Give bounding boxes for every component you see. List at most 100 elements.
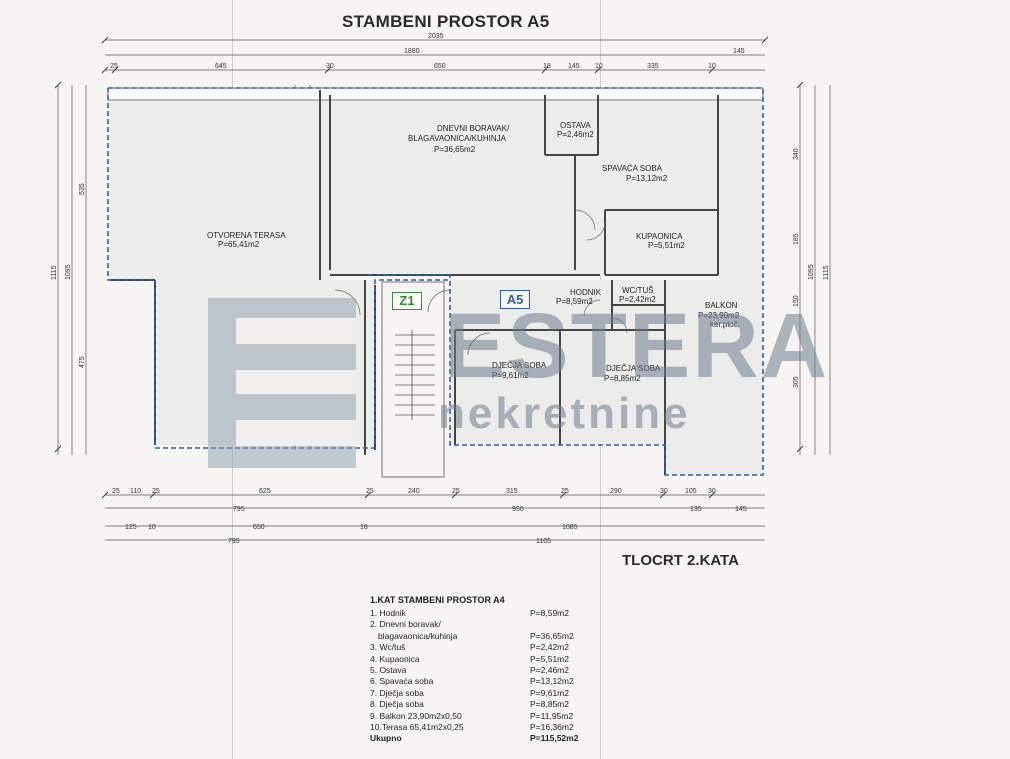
room-area: P=2,46m2 (557, 130, 594, 139)
room-name: DJEČJA SOBA (606, 364, 661, 373)
area-table-row: 2. Dnevni boravak/ (370, 619, 590, 630)
dim-label: 25 (452, 488, 460, 495)
room-note: ker.pioč. (710, 320, 740, 329)
row-value: P=2,46m2 (530, 664, 569, 675)
row-label: 3. Wc/tuš (370, 642, 406, 653)
room-name: SPAVAĆA SOBA (602, 164, 663, 173)
dim-label: 1880 (404, 48, 420, 55)
unit-marker-a5: A5 (500, 290, 530, 309)
row-label: 5. Ostava (370, 664, 407, 675)
row-value: P=36,65m2 (530, 630, 574, 641)
area-table-row: 8. Dječja soba P=8,85m2 (370, 699, 590, 710)
dim-label: 145 (735, 506, 747, 513)
dim-label: 25 (561, 488, 569, 495)
watermark-tagline: nekretnine (438, 389, 691, 438)
row-value (530, 619, 590, 630)
dim-label: 150 (793, 295, 800, 307)
dim-label: 290 (610, 488, 622, 495)
dim-label: 125 (125, 524, 137, 531)
watermark-brand: ESTERA (444, 295, 830, 397)
room-name: BALKON (705, 301, 738, 310)
row-label: 4. Kupaonica (370, 653, 420, 664)
room-name: KUPAONICA (636, 232, 683, 241)
dim-label: 1085 (562, 524, 578, 531)
room-name: WC/TUŠ (622, 286, 654, 295)
area-table-row: 5. Ostava P=2,46m2 (370, 665, 590, 676)
dim-label: 950 (512, 506, 524, 513)
room-area: P=36,65m2 (434, 145, 476, 154)
row-value: P=13,12m2 (530, 676, 574, 687)
dim-label: 335 (647, 63, 659, 70)
dimension-labels: 2035 1880 145 25 645 30 650 18 145 10 33… (51, 33, 830, 545)
room-name: HODNIK (570, 288, 602, 297)
dim-label: 240 (408, 488, 420, 495)
dim-label: 10 (595, 63, 603, 70)
dim-label: 315 (506, 488, 518, 495)
total-value: P=115,52m2 (530, 733, 579, 744)
room-area: P=2,42m2 (619, 295, 656, 304)
area-table-row: 4. Kupaonica P=5,51m2 (370, 654, 590, 665)
dim-label: 305 (793, 376, 800, 388)
room-name: BLAGAVAONICA/KUHINJA (408, 134, 507, 143)
dim-label: 25 (366, 488, 374, 495)
floor-subtitle: TLOCRT 2.KATA (622, 552, 739, 569)
dim-label: 1115 (51, 265, 58, 280)
row-value: P=8,85m2 (530, 699, 569, 710)
room-area: P=65,41m2 (218, 240, 260, 249)
dim-label: 1105 (536, 538, 551, 545)
dim-label: 795 (233, 506, 245, 513)
area-table: 1.KAT STAMBENI PROSTOR A4 1. Hodnik P=8,5… (370, 595, 590, 745)
dim-label: 10 (148, 524, 156, 531)
dim-label: 340 (793, 148, 800, 160)
row-value: P=5,51m2 (530, 653, 569, 664)
dim-label: 1115 (823, 265, 830, 280)
room-name: DNEVNI BORAVAK/ (437, 124, 510, 133)
row-label: 6. Spavaća soba (370, 676, 434, 687)
door-swings (334, 209, 628, 356)
dim-label: 795 (228, 538, 240, 545)
dim-label: 10 (708, 63, 716, 70)
room-area: P=8,59m2 (556, 297, 593, 306)
dim-label: 1095 (808, 264, 815, 280)
row-label: 8. Dječja soba (370, 699, 424, 710)
watermark-logo (208, 298, 356, 468)
room-area: P=13,12m2 (626, 174, 668, 183)
total-label: Ukupno (370, 733, 402, 744)
stairwell (381, 281, 445, 478)
row-value: P=11,95m2 (530, 710, 574, 721)
plan-title: STAMBENI PROSTOR A5 (342, 12, 550, 31)
room-area: P=5,51m2 (648, 241, 685, 250)
dim-label: 185 (793, 233, 800, 245)
dim-label: 105 (685, 488, 697, 495)
dim-label: 25 (152, 488, 160, 495)
row-label: 1. Hodnik (370, 608, 406, 618)
room-name: OSTAVA (560, 121, 591, 130)
area-table-row: 9. Balkon 23,90m2x0,50 P=11,95m2 (370, 711, 590, 722)
row-value: P=9,61m2 (530, 687, 569, 698)
dim-label: 25 (112, 488, 120, 495)
area-table-row: 6. Spavaća soba P=13,12m2 (370, 676, 590, 687)
row-value: P=8,59m2 (530, 608, 569, 618)
dim-label: 30 (708, 488, 716, 495)
row-label: 9. Balkon 23,90m2x0,50 (370, 710, 462, 721)
dim-label: 645 (215, 63, 227, 70)
row-label: 10.Terasa 65,41m2x0,25 (370, 721, 464, 732)
room-area: P=23,90m2 (698, 311, 740, 320)
row-label: blagavaonica/kuhinja (378, 630, 458, 641)
area-table-row: blagavaonica/kuhinja P=36,65m2 (370, 631, 590, 642)
dim-label: 145 (733, 48, 745, 55)
area-table-row: 1. Hodnik P=8,59m2 (370, 608, 590, 619)
row-label: 7. Dječja soba (370, 687, 424, 698)
dim-label: 145 (568, 63, 580, 70)
area-table-heading: 1.KAT STAMBENI PROSTOR A4 (370, 595, 505, 605)
area-table-total: Ukupno P=115,52m2 (370, 733, 590, 744)
hatched-areas (110, 90, 762, 475)
dim-label: 650 (253, 524, 265, 531)
dim-label: 2035 (428, 33, 444, 40)
area-table-row: 7. Dječja soba P=9,61m2 (370, 688, 590, 699)
